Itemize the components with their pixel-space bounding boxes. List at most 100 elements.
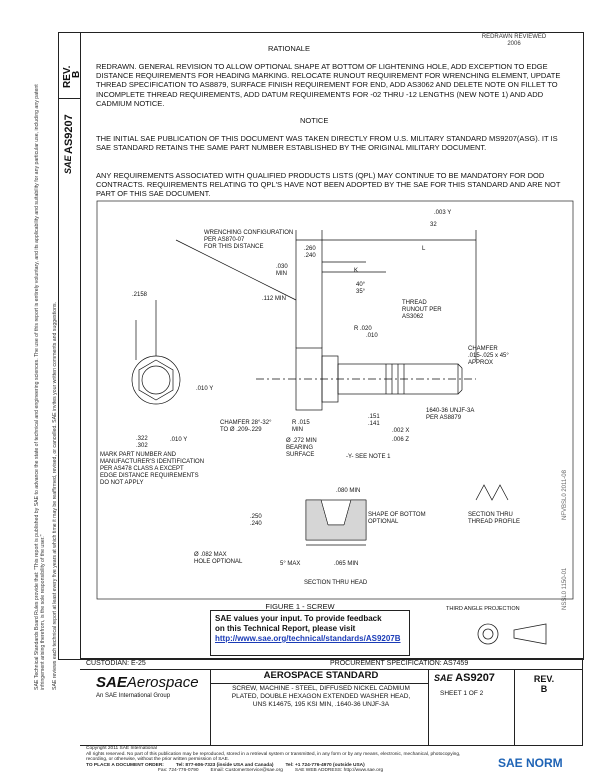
dim-302: .302: [136, 443, 148, 449]
chamfer-right-2: .015-.025 x 45°: [468, 353, 509, 359]
chamfer-left-1: CHAMFER 28°-32°: [220, 420, 272, 426]
procurement-spec: PROCUREMENT SPECIFICATION: AS7459: [330, 660, 469, 667]
side-notice-2: SAE reviews each technical report at lea…: [52, 302, 58, 690]
feedback-line-2: on this Technical Report, please visit: [215, 624, 356, 633]
rev-value: B: [71, 70, 82, 78]
rationale-heading: RATIONALE: [268, 44, 310, 53]
dim-K: K: [354, 268, 358, 274]
custodian: CUSTODIAN: E-25: [86, 660, 146, 667]
feedback-line-1: SAE values your input. To provide feedba…: [215, 614, 382, 623]
footer-rights-2: recording, or otherwise, without the pri…: [86, 757, 230, 763]
chamfer-right-1: CHAMFER: [468, 346, 498, 352]
dim-5max: 5° MAX: [280, 561, 300, 567]
mark-part-1: MARK PART NUMBER AND: [100, 452, 177, 458]
dim-002x: .002 X: [392, 428, 409, 434]
side-notice-1: SAE Technical Standards Board Rules prov…: [34, 84, 47, 690]
dim-322: .322: [136, 436, 148, 442]
mark-part-5: DO NOT APPLY: [100, 480, 143, 486]
screw-drawing: WRENCHING CONFIGURATION PER AS870-07 FOR…: [96, 200, 574, 600]
description-line-3: UNS K14675, 195 KSI MIN, .1640-36 UNJF-3…: [252, 701, 390, 708]
dim-272: Ø .272 MIN: [286, 438, 317, 444]
review-stamp: REDRAWN REVIEWED 2006: [460, 34, 568, 48]
title-rev: REV. B: [524, 674, 564, 694]
thread-spec-2: PER AS8879: [426, 415, 462, 421]
thread-profile: [475, 484, 509, 501]
dim-260: .260: [304, 246, 316, 252]
third-angle-symbol: [477, 623, 547, 645]
shape-bottom-2: OPTIONAL: [368, 519, 399, 525]
dim-141: .141: [368, 421, 380, 427]
sae-logo-aerospace: Aerospace: [126, 674, 199, 691]
notice-paragraph-2: ANY REQUIREMENTS ASSOCIATED WITH QUALIFI…: [96, 171, 561, 199]
footer-rights: All rights reserved. No part of this pub…: [86, 751, 461, 757]
notice-paragraph-1: THE INITIAL SAE PUBLICATION OF THIS DOCU…: [96, 134, 558, 153]
section-thread-1: SECTION THRU: [468, 512, 513, 518]
footer: Copyright 2011 SAE International All rig…: [86, 746, 586, 774]
feedback-link[interactable]: http://www.sae.org/technical/standards/A…: [215, 634, 401, 643]
dim-006z: .006 Z: [392, 437, 409, 443]
title-rev-value: B: [540, 684, 548, 694]
sae-norm-watermark: SAE NORM: [498, 756, 563, 770]
chamfer-right-3: APPROX: [468, 360, 493, 366]
title-rev-label: REV.: [533, 674, 555, 684]
footer-fax: Fax: 724-776-0790: [158, 768, 199, 774]
wrenching-label-1: WRENCHING CONFIGURATION: [204, 230, 293, 236]
thread-runout-1: THREAD: [402, 300, 427, 306]
thread-runout-2: RUNOUT PER: [402, 307, 442, 313]
aerospace-standard-title: AEROSPACE STANDARD: [263, 670, 379, 681]
section-head-label: SECTION THRU HEAD: [304, 580, 368, 586]
dim-010y-2: .010 Y: [170, 437, 187, 443]
thread-spec-1: 1640-36 UNJF-3A: [426, 408, 474, 414]
shape-bottom-1: SHAPE OF BOTTOM: [368, 512, 426, 518]
dim-030: .030: [276, 264, 288, 270]
dim-151: .151: [368, 414, 380, 420]
dim-R015: R .015: [292, 420, 310, 426]
part-description: SCREW, MACHINE - STEEL, DIFFUSED NICKEL …: [212, 685, 430, 709]
sheet-number: SHEET 1 OF 2: [440, 690, 484, 697]
third-angle-label: THIRD ANGLE PROJECTION: [446, 606, 520, 612]
description-line-2: PLATED, DOUBLE HEXAGON EXTENDED WASHER H…: [231, 693, 411, 700]
mark-part-4: EDGE DISTANCE REQUIREMENTS: [100, 473, 199, 479]
feedback-box: SAE values your input. To provide feedba…: [210, 610, 410, 656]
title-block: [80, 658, 583, 746]
footer-email: Email: CustomerService@sae.org: [210, 768, 283, 774]
dim-35deg: 35°: [356, 289, 366, 295]
dim-272-surface: SURFACE: [286, 452, 314, 458]
wrenching-label-2: PER AS870-07: [204, 237, 245, 243]
dim-R010: .010: [366, 333, 378, 339]
stamp-line-2: 2006: [507, 41, 521, 47]
dim-080: .080 MIN: [336, 488, 360, 494]
mark-part-3: PER AS478 CLASS A EXCEPT: [100, 466, 184, 472]
dim-R020: R .020: [354, 326, 372, 332]
dim-065: .065 MIN: [334, 561, 358, 567]
dim-R015-min: MIN: [292, 427, 303, 433]
document-frame: [58, 32, 584, 660]
thread-runout-3: AS3062: [402, 314, 424, 320]
title-doc-text: AS9207: [455, 672, 495, 684]
title-sae-mark: SAE: [434, 673, 453, 683]
dim-082: Ø .082 MAX: [194, 552, 227, 558]
drawing-labels: WRENCHING CONFIGURATION PER AS870-07 FOR…: [100, 210, 520, 586]
rev-box: REV. B: [58, 32, 82, 99]
dim-272-bearing: BEARING: [286, 445, 313, 451]
section-thread-2: THREAD PROFILE: [468, 519, 520, 525]
dim-003y: .003 Y: [434, 210, 451, 216]
rationale-text: REDRAWN. GENERAL REVISION TO ALLOW OPTIO…: [96, 62, 561, 108]
mark-part-2: MANUFACTURER'S IDENTIFICATION: [100, 459, 204, 465]
dim-112: .112 MIN: [262, 296, 286, 302]
description-line-1: SCREW, MACHINE - STEEL, DIFFUSED NICKEL …: [232, 685, 410, 692]
left-header-column: [58, 32, 81, 658]
dim-L: L: [422, 246, 426, 252]
chamfer-left-2: TO Ø .209-.229: [220, 427, 262, 433]
dim-082-hole: HOLE OPTIONAL: [194, 559, 243, 565]
dim-030-min: MIN: [276, 271, 287, 277]
dim-250-240: .240: [250, 521, 262, 527]
sae-logo-tagline: An SAE International Group: [96, 693, 171, 699]
dim-010y: .010 Y: [196, 386, 213, 392]
sae-logo-mark: SAE: [96, 674, 127, 691]
dim-2158: .2158: [132, 292, 148, 298]
doc-number-vertical: AS9207: [63, 114, 75, 154]
footer-tel-2: Tel: +1 724-776-4970 (outside USA): [285, 762, 365, 768]
dim-32: 32: [430, 222, 437, 228]
title-doc-number: SAE AS9207: [434, 672, 495, 684]
